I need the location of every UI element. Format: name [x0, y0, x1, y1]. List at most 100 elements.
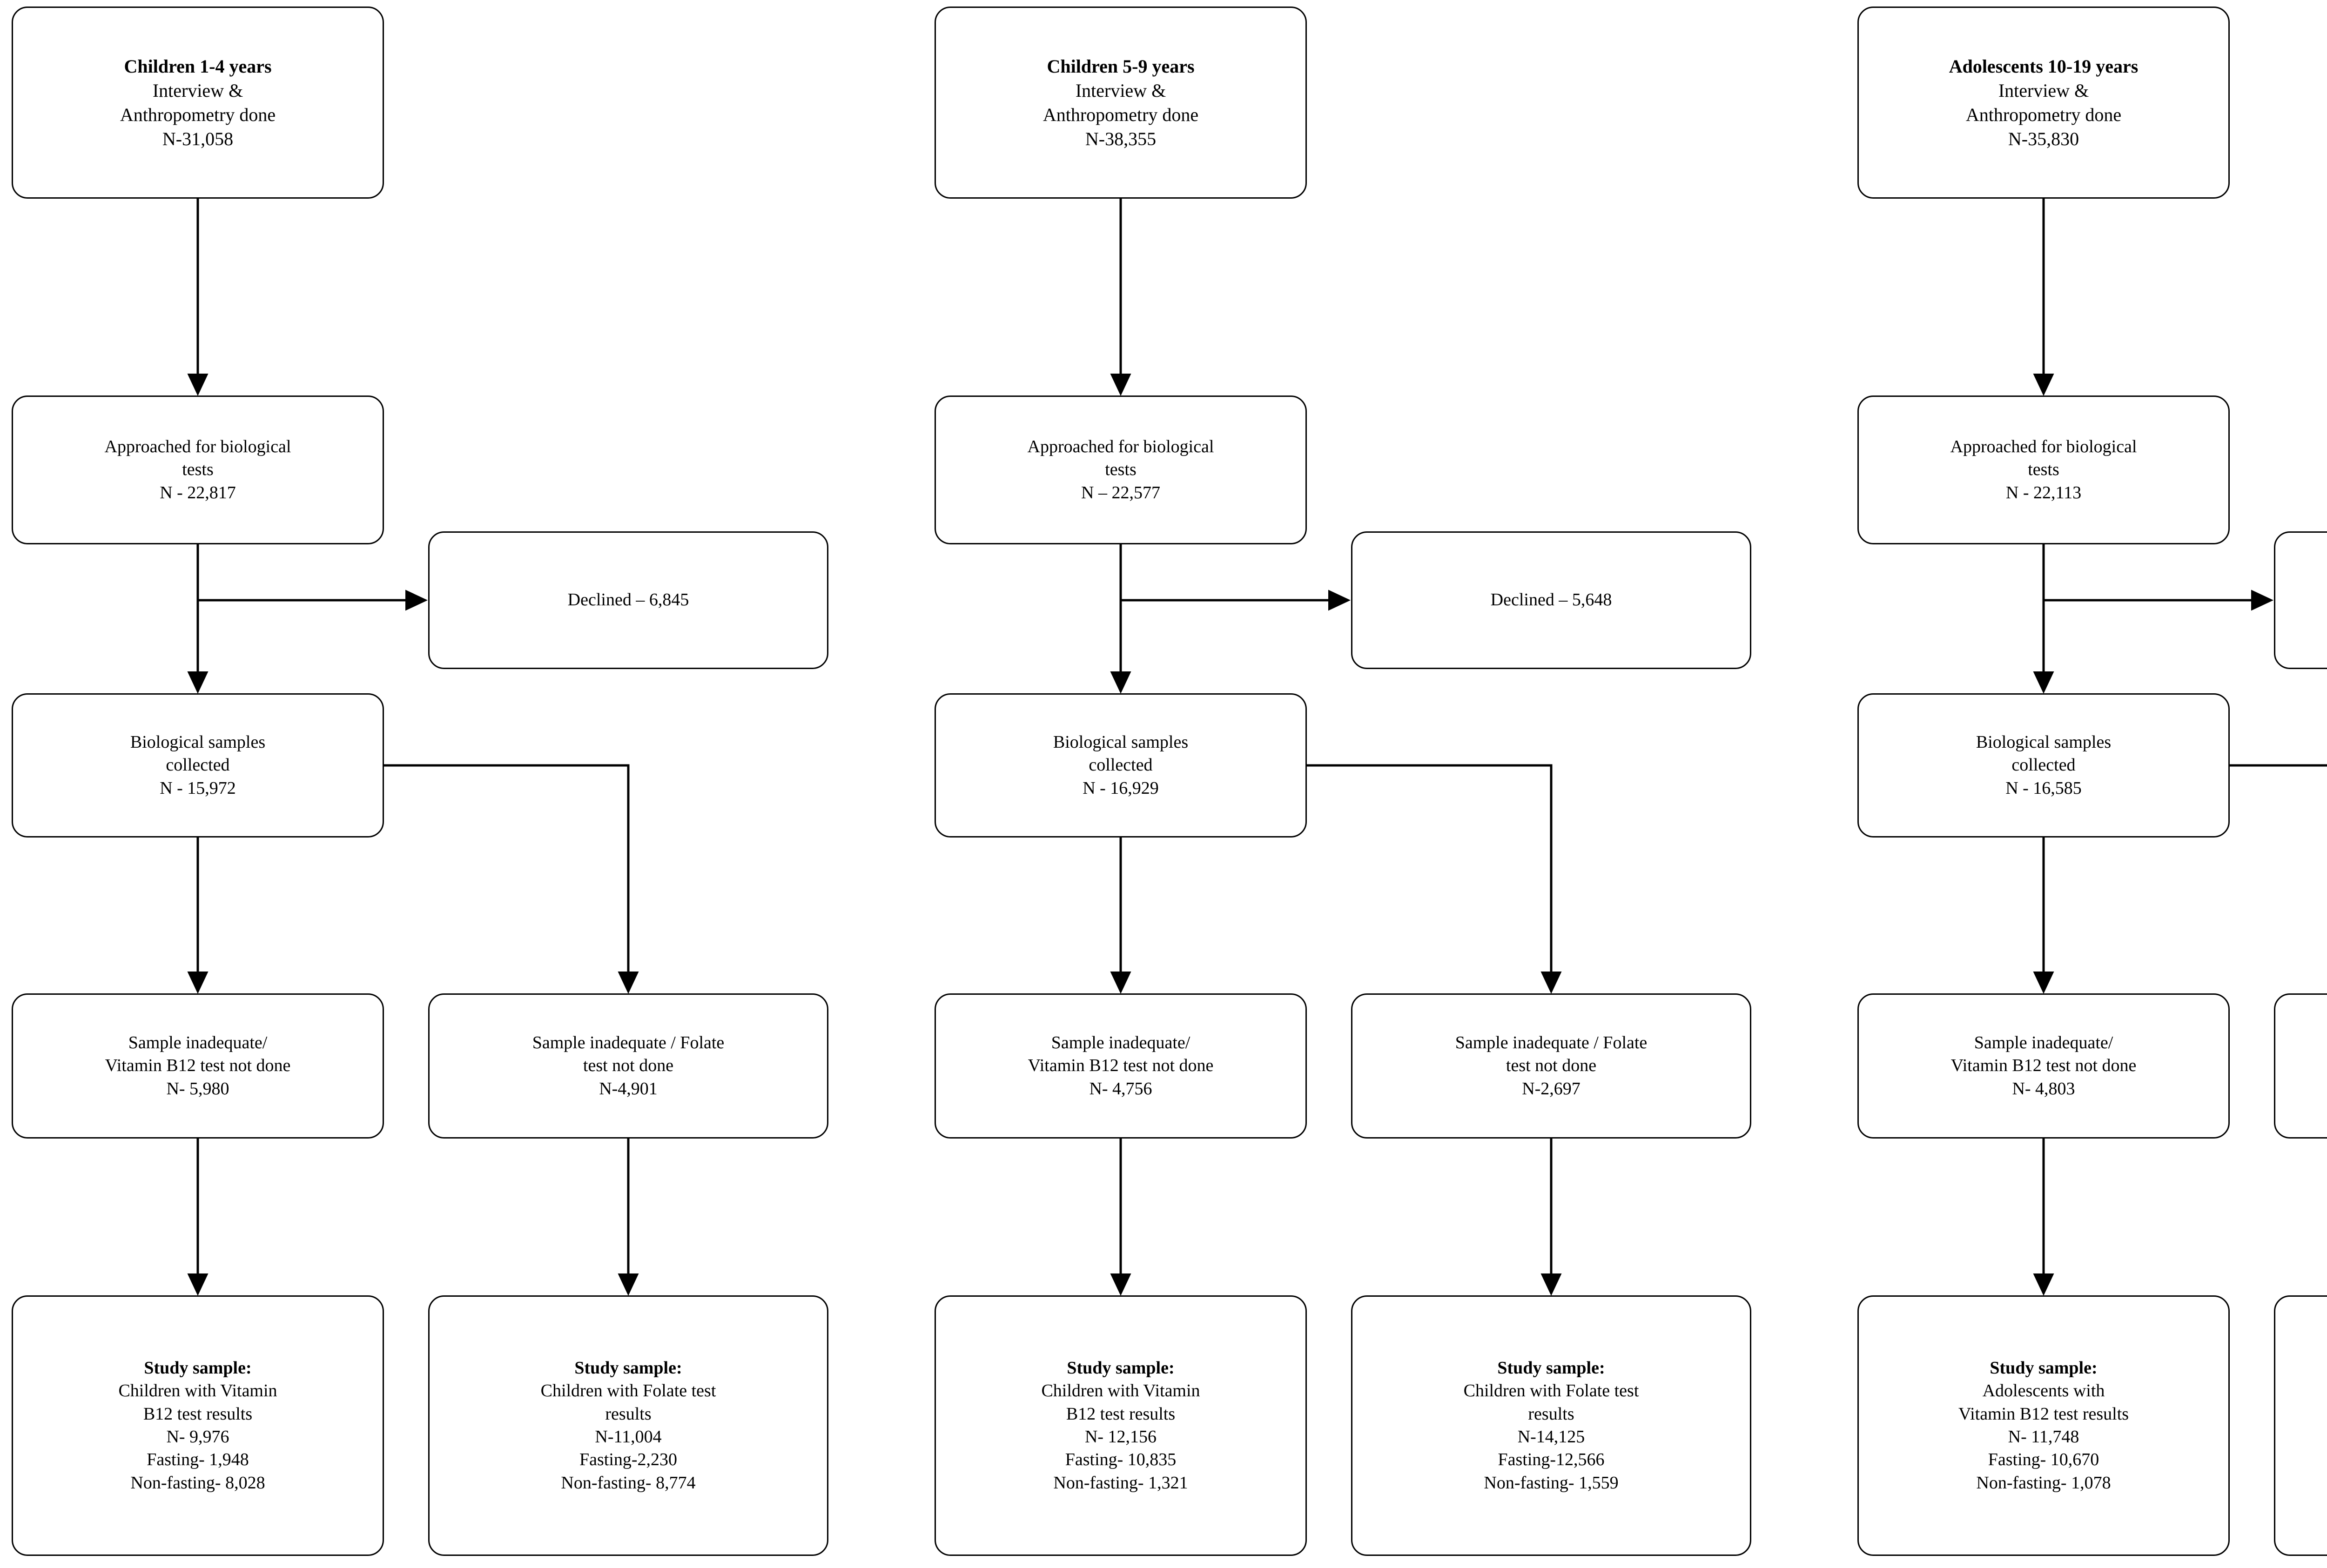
- node-text-line: N- 5,980: [166, 1079, 229, 1099]
- node-children-5-9-inadequate_b12: Sample inadequate/Vitamin B12 test not d…: [935, 993, 1307, 1139]
- node-text-line: tests: [1105, 460, 1137, 480]
- node-text-line: test not done: [1506, 1056, 1597, 1076]
- node-text-line: B12 test results: [143, 1404, 253, 1424]
- node-text-line: Sample inadequate/: [128, 1032, 268, 1052]
- node-text-line: Children with Folate test: [540, 1381, 716, 1401]
- node-text-line: Non-fasting- 1,321: [1053, 1473, 1188, 1493]
- connector: [2230, 764, 2327, 767]
- node-text-line: N - 16,585: [2005, 778, 2082, 798]
- node-text-line: Fasting-12,566: [1498, 1450, 1605, 1470]
- node-children-5-9-study_folate: Study sample: Children with Folate test re…: [1351, 1295, 1751, 1556]
- node-text-line: Adolescents with: [1982, 1381, 2105, 1401]
- node-text-line: Vitamin B12 test not done: [1028, 1056, 1214, 1076]
- node-text-line: Anthropometry done: [120, 104, 276, 125]
- node-text-line: Fasting-2,230: [579, 1450, 678, 1470]
- node-text-line: Sample inadequate / Folate: [532, 1032, 725, 1052]
- node-text-line: Children with Vitamin: [1041, 1381, 1200, 1401]
- node-text-line: Vitamin B12 test results: [1958, 1404, 2129, 1424]
- node-text-line: Vitamin B12 test not done: [1950, 1056, 2137, 1076]
- node-adolescents-10-19-study_folate: Study sample:Adolescents with Folatetest…: [2274, 1295, 2327, 1556]
- node-text-line: Children 1-4 years: [124, 55, 272, 77]
- node-text-line: Interview &: [152, 80, 243, 101]
- connector: [384, 764, 639, 994]
- node-text-line: Study sample:: [1497, 1358, 1605, 1378]
- node-text-line: N- 4,803: [2012, 1079, 2075, 1099]
- node-text-line: results: [605, 1404, 652, 1424]
- node-text-line: Adolescents 10-19 years: [1949, 55, 2139, 77]
- node-text-line: Children with Vitamin: [118, 1381, 277, 1401]
- node-text-line: Non-fasting- 8,774: [561, 1473, 696, 1493]
- node-text-line: Sample inadequate / Folate: [1455, 1032, 1648, 1052]
- node-children-1-4-study_folate: Study sample: Children with Folate test re…: [428, 1295, 828, 1556]
- node-text-line: Study sample:: [574, 1358, 682, 1378]
- node-text-line: N - 22,817: [160, 482, 236, 503]
- node-text-line: N-38,355: [1085, 128, 1157, 149]
- node-text-line: Sample inadequate/: [1051, 1032, 1190, 1052]
- node-text-line: B12 test results: [1066, 1404, 1176, 1424]
- node-text-line: Biological samples: [1053, 732, 1189, 752]
- node-text-line: Fasting- 10,670: [1988, 1450, 2099, 1470]
- node-children-1-4-inadequate_b12: Sample inadequate/Vitamin B12 test not d…: [12, 993, 384, 1139]
- node-text-line: Interview &: [1075, 80, 1166, 101]
- node-text-line: Approached for biological: [1950, 436, 2137, 456]
- node-text-line: Vitamin B12 test not done: [105, 1056, 291, 1076]
- node-text-line: Fasting- 1,948: [147, 1450, 249, 1470]
- node-text-line: Children 5-9 years: [1047, 55, 1195, 77]
- node-children-5-9-collected: Biological samples collected N - 16,929: [935, 693, 1307, 838]
- node-children-1-4-collected: Biological samples collected N - 15,972: [12, 693, 384, 838]
- node-text-line: Approached for biological: [104, 436, 291, 456]
- node-adolescents-10-19-inadequate_b12: Sample inadequate/Vitamin B12 test not d…: [1857, 993, 2230, 1139]
- node-text-line: Approached for biological: [1027, 436, 1214, 456]
- node-text-line: N - 16,929: [1083, 778, 1159, 798]
- node-text-line: N - 15,972: [160, 778, 236, 798]
- node-text-line: Biological samples: [130, 732, 266, 752]
- node-text-line: Children with Folate test: [1463, 1381, 1639, 1401]
- node-text-line: N-35,830: [2008, 128, 2079, 149]
- node-text-line: N- 9,976: [166, 1427, 229, 1447]
- node-text-line: Biological samples: [1976, 732, 2112, 752]
- node-text-line: N-2,697: [1522, 1079, 1580, 1099]
- node-text-line: N- 12,156: [1084, 1427, 1157, 1447]
- node-text-line: collected: [166, 755, 230, 775]
- connector: [1307, 764, 1562, 994]
- node-text-line: N – 22,577: [1081, 482, 1160, 503]
- node-children-1-4-declined: Declined – 6,845: [428, 531, 828, 669]
- node-text-line: Study sample:: [1067, 1358, 1175, 1378]
- node-text-line: Anthropometry done: [1965, 104, 2122, 125]
- node-text-line: Study sample:: [144, 1358, 252, 1378]
- node-text-line: Fasting- 10,835: [1065, 1450, 1177, 1470]
- node-text-line: Anthropometry done: [1042, 104, 1199, 125]
- node-text-line: Study sample:: [1990, 1358, 2098, 1378]
- node-text-line: collected: [1089, 755, 1153, 775]
- node-children-5-9-declined: Declined – 5,648: [1351, 531, 1751, 669]
- node-text-line: Interview &: [1998, 80, 2089, 101]
- node-text-line: Non-fasting- 8,028: [130, 1473, 265, 1493]
- node-text-line: N- 4,756: [1089, 1079, 1152, 1099]
- node-text-line: tests: [182, 460, 214, 480]
- node-text-line: Non-fasting- 1,078: [1976, 1473, 2111, 1493]
- node-text-line: N - 22,113: [2005, 482, 2082, 503]
- node-adolescents-10-19-declined: Declined – 5,528: [2274, 531, 2327, 669]
- node-text-line: Declined – 6,845: [567, 590, 689, 610]
- node-text-line: Non-fasting- 1,559: [1484, 1473, 1619, 1493]
- node-text-line: results: [1528, 1404, 1574, 1424]
- node-text-line: N-11,004: [595, 1427, 662, 1447]
- node-text-line: N- 11,748: [2008, 1427, 2079, 1447]
- node-text-line: N-4,901: [599, 1079, 658, 1099]
- node-text-line: N-14,125: [1517, 1427, 1585, 1447]
